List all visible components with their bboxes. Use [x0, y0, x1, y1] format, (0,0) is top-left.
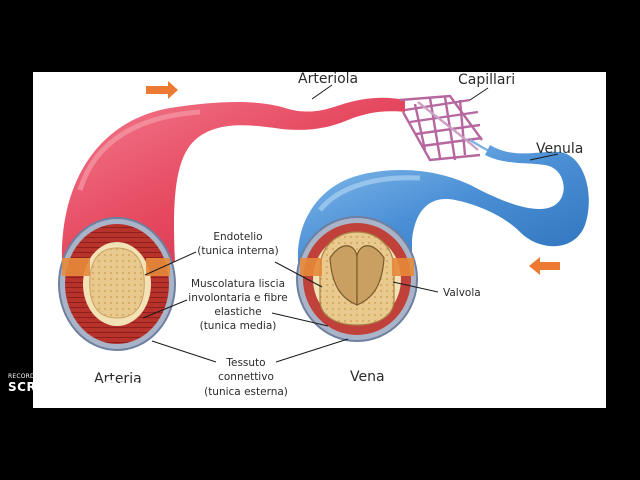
label-muscolatura-2: involontaria e fibre: [188, 292, 287, 304]
label-arteriola: Arteriola: [298, 71, 358, 87]
label-tessuto-1: Tessuto: [225, 357, 265, 369]
watermark-top-text: RECORDED WITH: [8, 373, 163, 380]
label-muscolatura-1: Muscolatura liscia: [191, 278, 285, 290]
label-venula: Venula: [536, 141, 583, 157]
label-vena: Vena: [350, 369, 385, 385]
label-tessuto-3: (tunica esterna): [204, 386, 288, 398]
record-icon: [103, 380, 117, 394]
label-muscolatura-4: (tunica media): [200, 320, 277, 332]
watermark-left-text: SCREENCAST: [8, 380, 101, 394]
label-endotelio: Endotelio: [213, 231, 262, 243]
artery-cross-section: [59, 218, 175, 350]
screencast-watermark: RECORDED WITH SCREENCAST MATIC: [8, 373, 163, 394]
label-valvola: Valvola: [443, 287, 481, 299]
label-endotelio-sub: (tunica interna): [197, 245, 278, 257]
label-tessuto-2: connettivo: [218, 371, 274, 383]
label-muscolatura-3: elastiche: [214, 306, 261, 318]
vein-cross-section: [297, 217, 417, 341]
watermark-right-text: MATIC: [119, 380, 163, 394]
watermark-logo: SCREENCAST MATIC: [8, 380, 163, 394]
label-capillari: Capillari: [458, 72, 515, 88]
